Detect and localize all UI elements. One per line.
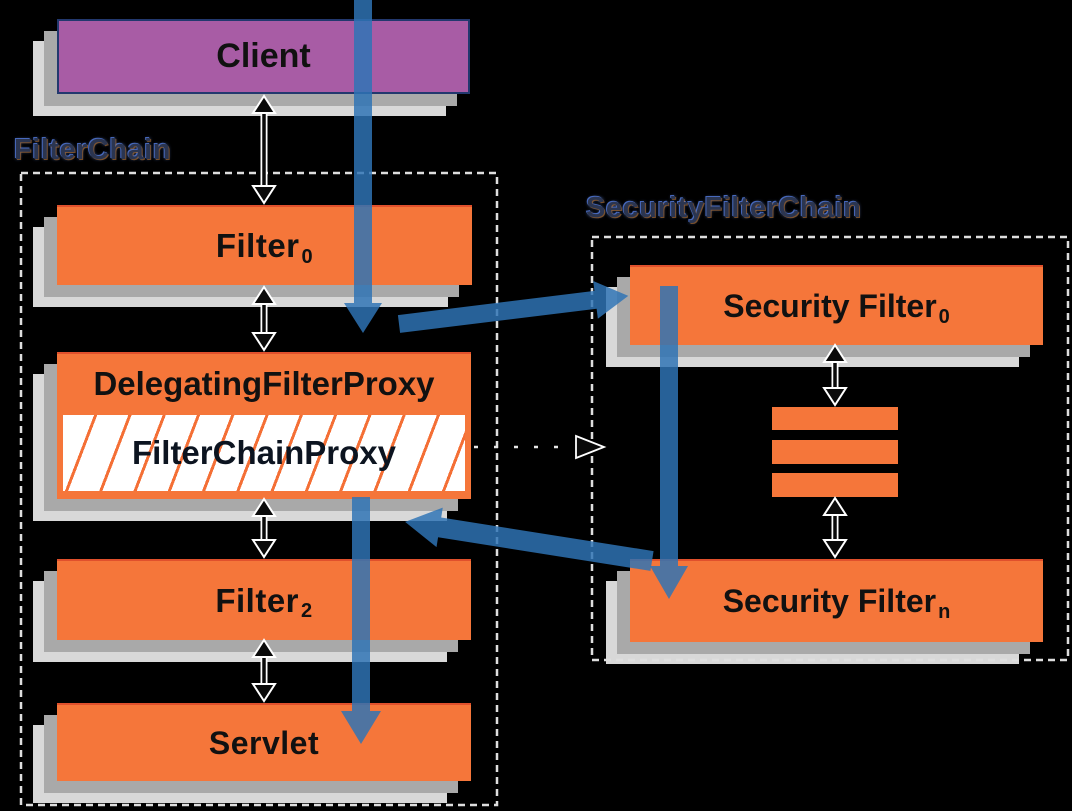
security-filter0-box-label: Security Filter <box>723 287 937 324</box>
filter-chain-label: FilterChain <box>14 134 171 166</box>
delegating-filter-proxy-box: DelegatingFilterProxy FilterChainProxy <box>57 352 471 499</box>
bidirectional-arrow-securityfilter0-bars <box>822 343 848 407</box>
bidirectional-arrow-client-filter0 <box>251 94 277 205</box>
client-box-label: Client <box>216 37 311 75</box>
servlet-box: Servlet <box>57 703 471 781</box>
filter-chain-proxy-box: FilterChainProxy <box>63 415 465 491</box>
bidirectional-arrow-delegating-filter2 <box>251 497 277 559</box>
filter0-box-subscript: 0 <box>301 245 314 268</box>
security-filtern-box-subscript: n <box>938 601 951 623</box>
servlet-box-label: Servlet <box>208 724 320 761</box>
delegating-filter-proxy-label: DelegatingFilterProxy <box>93 365 435 402</box>
filter-chain-proxy-label: FilterChainProxy <box>131 434 397 471</box>
more-filters-bar-2 <box>772 440 898 464</box>
security-filter-chain-label: SecurityFilterChain <box>586 192 862 224</box>
bidirectional-arrow-bars-securityfiltern <box>822 496 848 559</box>
more-filters-bar-1 <box>772 407 898 430</box>
security-filter0-box-subscript: 0 <box>938 305 950 328</box>
filter0-box-label: Filter <box>215 227 300 264</box>
delegate-dashed-arrow <box>474 434 607 460</box>
bidirectional-arrow-filter0-delegating <box>251 285 277 352</box>
filter2-box-label: Filter <box>215 581 300 619</box>
request-flow-arrow-to-security-filter0 <box>397 281 629 333</box>
filter2-box-subscript: 2 <box>301 600 313 622</box>
security-filtern-box-label: Security Filter <box>722 583 937 619</box>
client-box: Client <box>57 19 470 94</box>
bidirectional-arrow-filter2-servlet <box>251 638 277 703</box>
more-filters-bar-3 <box>772 473 898 497</box>
